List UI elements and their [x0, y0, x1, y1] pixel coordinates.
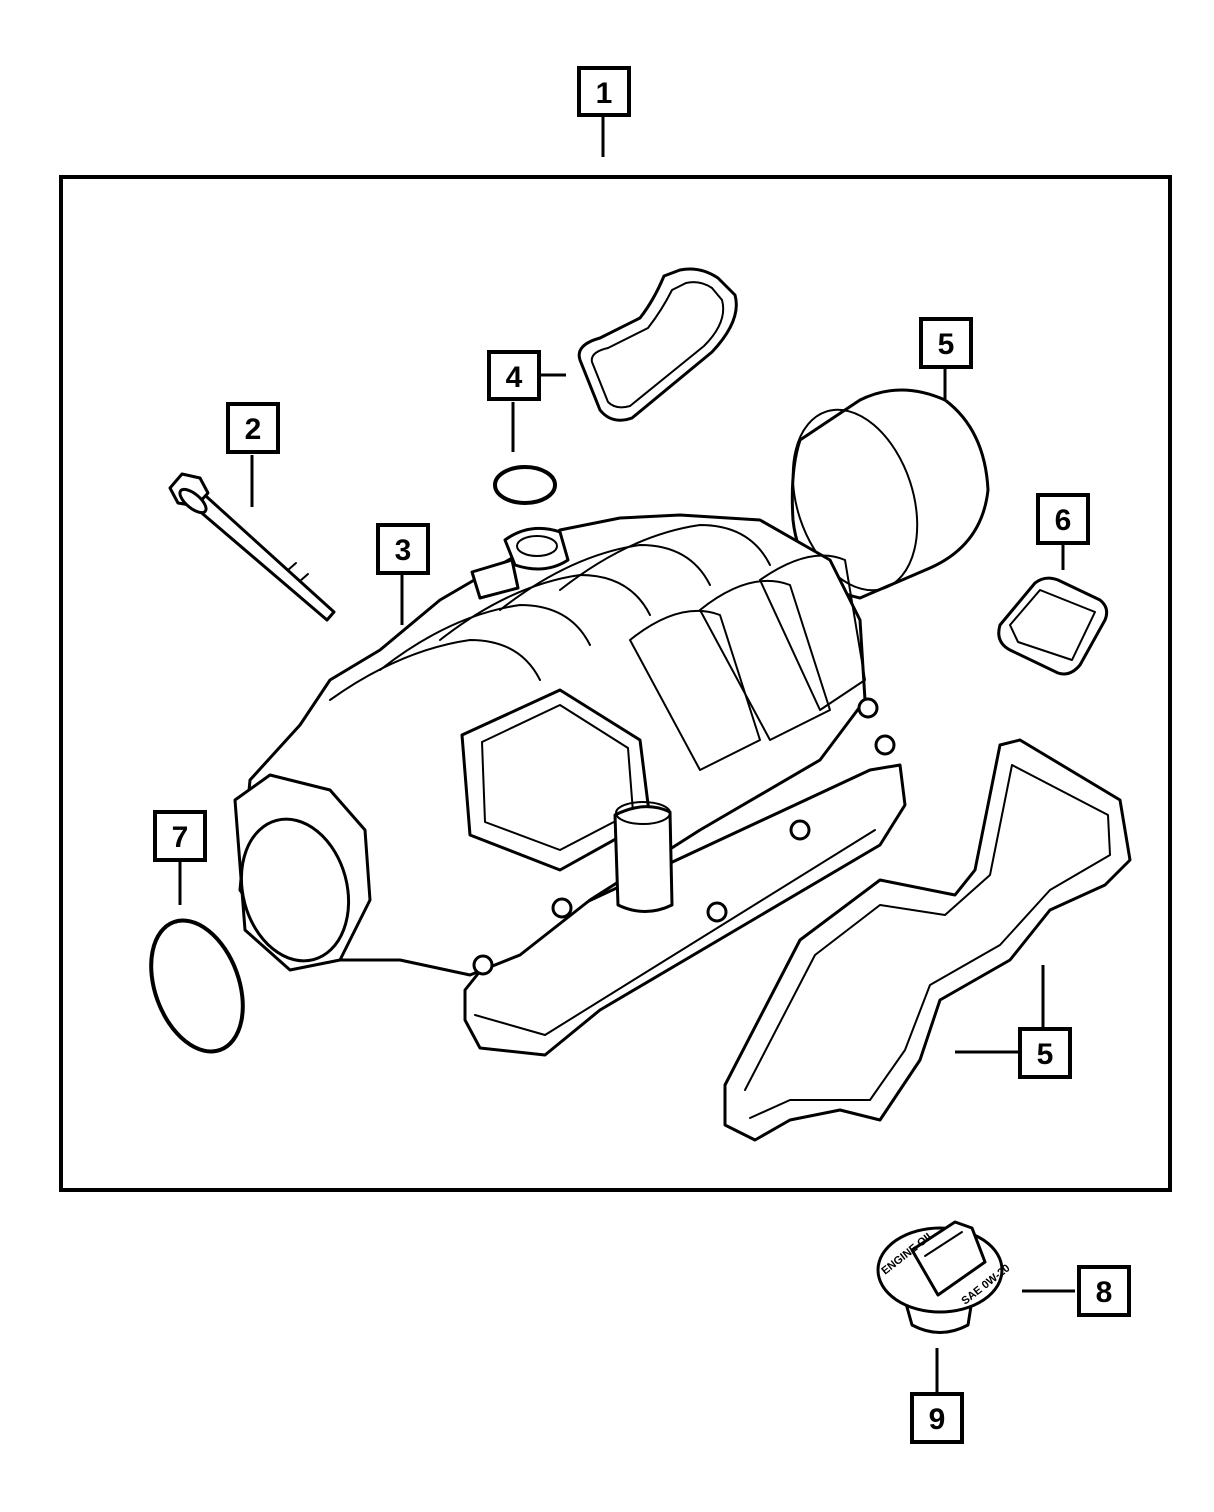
callout-6: 6: [1036, 493, 1090, 545]
callout-5-bottom: 5: [1018, 1027, 1072, 1079]
intake-manifold-part-3: [233, 513, 907, 1057]
callout-8-label: 8: [1096, 1276, 1113, 1309]
oil-cap-part-8: ENGINE OIL SAE 0W-20: [876, 1220, 1012, 1334]
throttle-bore: [239, 817, 351, 963]
bolt-part: [168, 472, 336, 622]
callout-2-label: 2: [245, 413, 262, 446]
callout-3: 3: [376, 523, 430, 575]
callout-7-label: 7: [172, 821, 189, 854]
callout-6-label: 6: [1055, 504, 1072, 537]
callout-5-top-label: 5: [938, 328, 955, 361]
round-seal-part-5: [790, 388, 990, 600]
callout-8: 8: [1077, 1265, 1131, 1317]
callout-4-label: 4: [506, 361, 523, 394]
callout-9-label: 9: [929, 1403, 946, 1436]
gasket-part-6: [997, 576, 1109, 676]
o-ring-part-4: [493, 465, 557, 505]
callout-7: 7: [153, 810, 207, 862]
gasket-part-4: [577, 267, 738, 422]
callout-5-bottom-label: 5: [1037, 1038, 1054, 1071]
callout-9: 9: [910, 1392, 964, 1444]
o-ring-part-7: [149, 918, 245, 1054]
callout-5-top: 5: [919, 317, 973, 369]
callout-1: 1: [577, 66, 631, 117]
kit-frame: [59, 175, 1172, 1192]
callout-2: 2: [226, 402, 280, 454]
callout-1-label: 1: [596, 77, 613, 110]
callout-4: 4: [487, 350, 541, 401]
long-seal-part-5: [723, 738, 1132, 1142]
callout-3-label: 3: [395, 534, 412, 567]
